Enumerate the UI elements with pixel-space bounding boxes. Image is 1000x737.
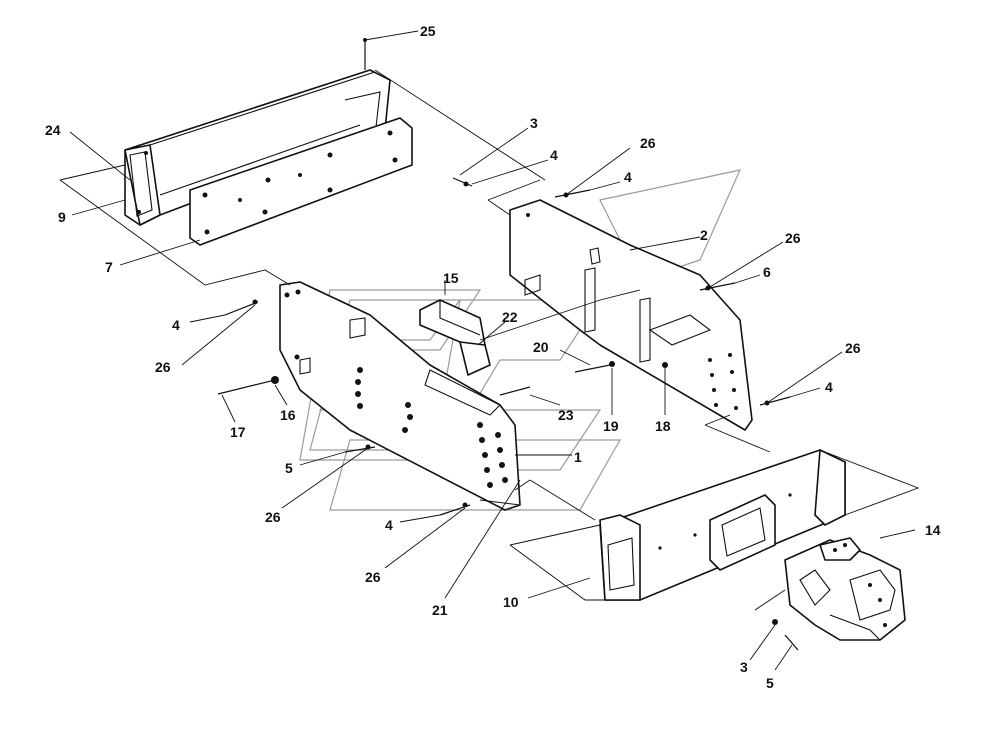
callout-26-right: 26 <box>785 230 801 246</box>
callout-10: 10 <box>503 594 519 610</box>
callout-4-upper: 4 <box>550 147 558 163</box>
callout-17: 17 <box>230 424 246 440</box>
callout-labels: 25 24 9 7 3 4 26 4 2 26 6 26 4 15 22 20 … <box>45 23 941 691</box>
callout-20: 20 <box>533 339 549 355</box>
rear-cover-plate <box>189 117 413 246</box>
fasteners <box>217 38 799 651</box>
callout-14: 14 <box>925 522 941 538</box>
callout-26-left: 26 <box>155 359 171 375</box>
callout-2: 2 <box>700 227 708 243</box>
callout-9: 9 <box>58 209 66 225</box>
callout-4-far-right: 4 <box>825 379 833 395</box>
callout-16: 16 <box>280 407 296 423</box>
assembly-guide-lines <box>59 69 920 611</box>
callout-18: 18 <box>655 418 671 434</box>
axle-housing <box>784 537 906 641</box>
callout-6: 6 <box>763 264 771 280</box>
left-side-plate <box>279 281 521 511</box>
callout-24: 24 <box>45 122 61 138</box>
front-crossbeam <box>599 449 846 601</box>
callout-3-upper: 3 <box>530 115 538 131</box>
callout-5-lower: 5 <box>766 675 774 691</box>
callout-15: 15 <box>443 270 459 286</box>
callout-26-lower: 26 <box>365 569 381 585</box>
callout-leaders <box>69 30 916 671</box>
callout-5-left: 5 <box>285 460 293 476</box>
callout-25: 25 <box>420 23 436 39</box>
callout-7: 7 <box>105 259 113 275</box>
callout-21: 21 <box>432 602 448 618</box>
callout-23: 23 <box>558 407 574 423</box>
callout-19: 19 <box>603 418 619 434</box>
mounting-bracket <box>419 299 491 376</box>
callout-3-lower: 3 <box>740 659 748 675</box>
callout-1: 1 <box>574 449 582 465</box>
callout-22: 22 <box>502 309 518 325</box>
callout-4-left: 4 <box>172 317 180 333</box>
callout-26-far-right: 26 <box>845 340 861 356</box>
right-side-plate <box>509 199 753 431</box>
callout-26-lower-left: 26 <box>265 509 281 525</box>
callout-26-upper: 26 <box>640 135 656 151</box>
callout-4-lower: 4 <box>385 517 393 533</box>
callout-4-upper-right: 4 <box>624 169 632 185</box>
